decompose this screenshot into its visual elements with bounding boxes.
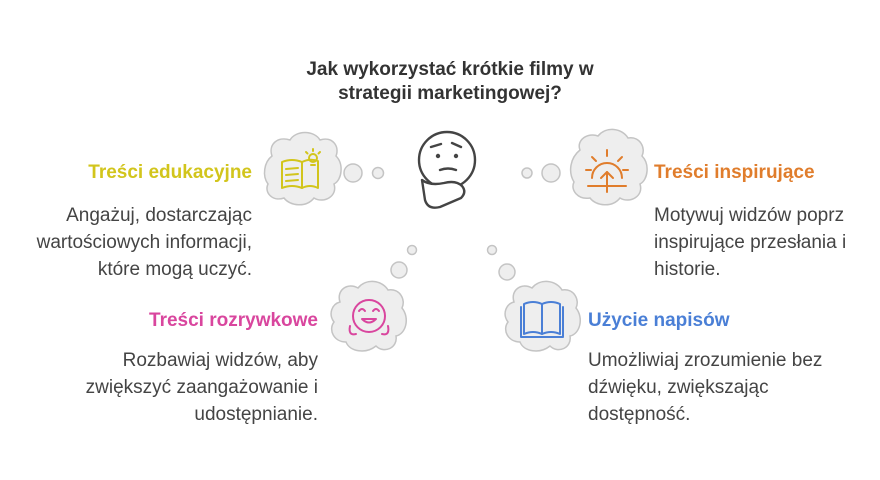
subtitles-desc-line-2: dźwięku, zwiększając: [588, 377, 769, 398]
subtitles-desc-line-3: dostępność.: [588, 404, 691, 425]
subtitles-description: Umożliwiaj zrozumienie bez dźwięku, zwię…: [588, 347, 876, 428]
entertaining-desc-line-2: zwiększyć zaangażowanie i: [85, 377, 318, 398]
entertaining-desc-line-3: udostępnianie.: [194, 404, 318, 425]
educational-title: Treści edukacyjne: [88, 162, 252, 183]
thinking-face-icon: [417, 130, 477, 209]
inspiring-desc-line-2: inspirujące przesłania i: [654, 232, 847, 253]
bubble-subtitles: [486, 244, 582, 352]
title-line-1: Jak wykorzystać krótkie filmy w: [306, 59, 594, 80]
diagram-title: Jak wykorzystać krótkie filmy w strategi…: [240, 58, 660, 106]
entertaining-title: Treści rozrywkowe: [149, 310, 318, 331]
inspiring-desc-line-3: historie.: [654, 259, 721, 280]
entertaining-description: Rozbawiaj widzów, aby zwiększyć zaangażo…: [30, 347, 318, 428]
inspiring-description: Motywuj widzów poprz inspirujące przesła…: [654, 202, 880, 283]
bubble-entertaining: [330, 244, 418, 352]
open-book-icon: [520, 301, 564, 338]
entertaining-desc-line-1: Rozbawiaj widzów, aby: [122, 350, 318, 371]
subtitles-desc-line-1: Umożliwiaj zrozumienie bez: [588, 350, 823, 371]
subtitles-title: Użycie napisów: [588, 310, 730, 331]
educational-description: Angażuj, dostarczając wartościowych info…: [0, 202, 252, 283]
inspiring-title: Treści inspirujące: [654, 162, 815, 183]
laughing-face-icon: [348, 299, 390, 336]
inspiring-desc-line-1: Motywuj widzów poprz: [654, 205, 845, 226]
educational-desc-line-2: wartościowych informacji,: [36, 232, 252, 253]
book-lightbulb-icon: [281, 148, 321, 189]
title-line-2: strategii marketingowej?: [338, 83, 562, 104]
bubble-inspiring: [521, 128, 648, 206]
educational-desc-line-1: Angażuj, dostarczając: [66, 205, 252, 226]
educational-desc-line-3: które mogą uczyć.: [97, 259, 252, 280]
bubble-educational: [263, 131, 385, 206]
sunrise-icon: [585, 149, 629, 193]
